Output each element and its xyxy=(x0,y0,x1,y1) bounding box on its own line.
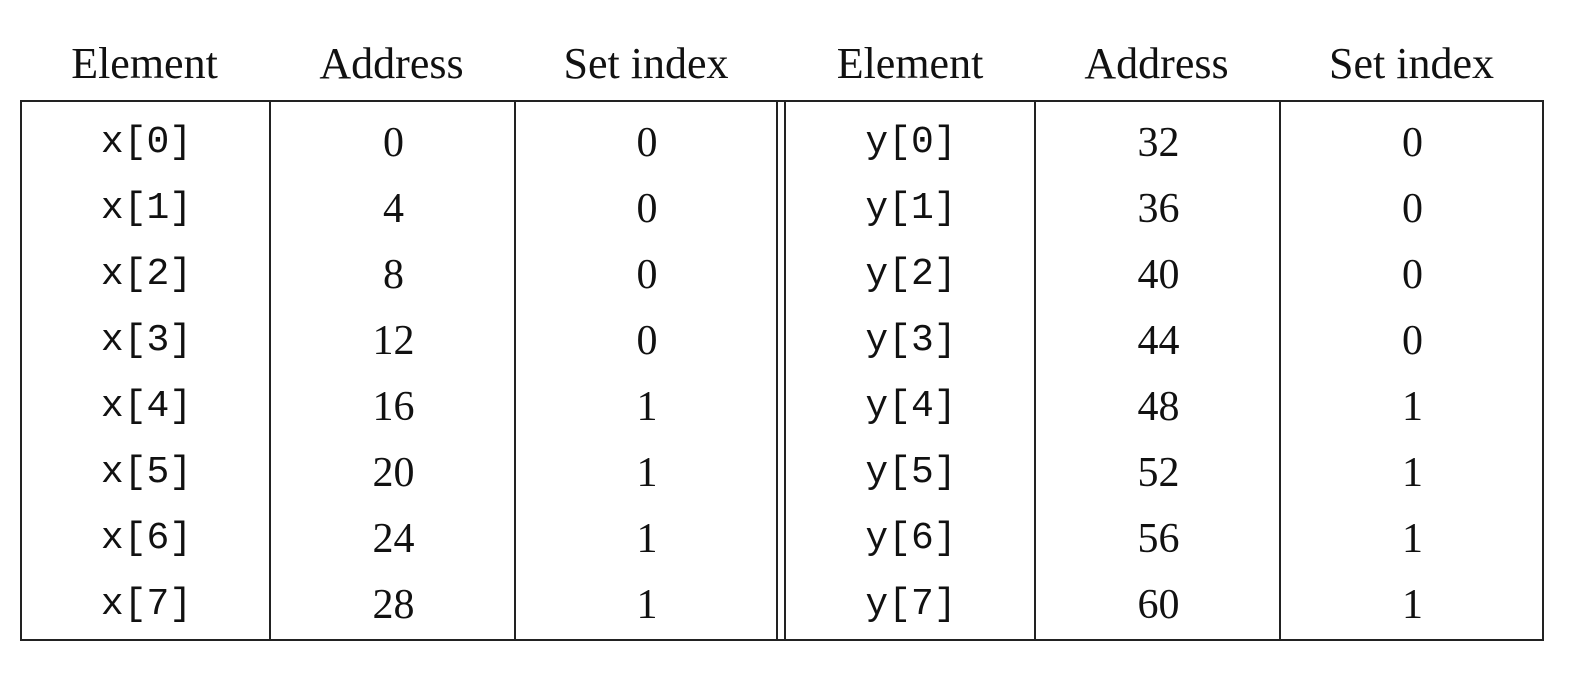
cell-set-index-x: 0 xyxy=(636,318,658,364)
column-divider xyxy=(269,102,271,639)
cell-set-index-y: 0 xyxy=(1402,318,1423,364)
double-divider-right xyxy=(784,102,786,639)
table-row: x[6] 24 1 y[6] 56 1 xyxy=(22,506,1542,572)
cell-address-x: 16 xyxy=(372,384,415,430)
double-divider-left xyxy=(776,102,778,639)
header-element-y: Element xyxy=(836,39,984,88)
table-row: x[5] 20 1 y[5] 52 1 xyxy=(22,440,1542,506)
cell-element-x: x[7] xyxy=(100,583,193,626)
table-row: x[3] 12 0 y[3] 44 0 xyxy=(22,308,1542,374)
cell-address-y: 60 xyxy=(1137,582,1180,628)
column-divider xyxy=(514,102,516,639)
table-row: x[1] 4 0 y[1] 36 0 xyxy=(22,176,1542,242)
cell-element-y: y[6] xyxy=(865,517,957,560)
cell-element-x: x[3] xyxy=(100,319,193,362)
cell-set-index-y: 1 xyxy=(1402,384,1423,430)
cell-address-y: 52 xyxy=(1137,450,1180,496)
header-address-x: Address xyxy=(319,39,464,88)
cell-address-y: 48 xyxy=(1137,384,1180,430)
cell-address-x: 28 xyxy=(372,582,415,628)
header-address-y: Address xyxy=(1084,39,1229,88)
cell-set-index-x: 1 xyxy=(636,450,658,496)
cell-set-index-x: 1 xyxy=(636,516,658,562)
cell-address-x: 24 xyxy=(372,516,415,562)
cell-address-x: 12 xyxy=(372,318,415,364)
cell-set-index-y: 1 xyxy=(1402,582,1423,628)
cell-set-index-x: 0 xyxy=(636,120,658,166)
table-row: x[0] 0 0 y[0] 32 0 xyxy=(22,110,1542,176)
cell-set-index-y: 1 xyxy=(1402,450,1423,496)
cell-element-x: x[1] xyxy=(100,187,193,230)
table-header: Element Address Set index Element Addres… xyxy=(20,34,1544,94)
cell-set-index-x: 1 xyxy=(636,384,658,430)
header-element-x: Element xyxy=(71,39,218,88)
cell-element-y: y[5] xyxy=(865,451,957,494)
cell-element-x: x[6] xyxy=(100,517,193,560)
table-row: x[2] 8 0 y[2] 40 0 xyxy=(22,242,1542,308)
cell-element-y: y[7] xyxy=(865,583,957,626)
cell-set-index-y: 0 xyxy=(1402,120,1423,166)
cell-address-x: 0 xyxy=(383,120,404,166)
cell-set-index-x: 0 xyxy=(636,186,658,232)
cell-set-index-x: 0 xyxy=(636,252,658,298)
table-row: x[4] 16 1 y[4] 48 1 xyxy=(22,374,1542,440)
header-set-index-x: Set index xyxy=(563,39,729,88)
cell-element-y: y[4] xyxy=(865,385,957,428)
cell-element-x: x[4] xyxy=(100,385,193,428)
cell-address-y: 36 xyxy=(1137,186,1180,232)
cell-address-x: 4 xyxy=(383,186,404,232)
cell-element-y: y[3] xyxy=(865,319,957,362)
table-row: x[7] 28 1 y[7] 60 1 xyxy=(22,572,1542,638)
cell-set-index-x: 1 xyxy=(636,582,658,628)
cell-address-x: 8 xyxy=(383,252,404,298)
cell-address-y: 40 xyxy=(1137,252,1180,298)
column-divider xyxy=(1034,102,1036,639)
cell-address-y: 44 xyxy=(1137,318,1180,364)
cell-element-x: x[0] xyxy=(100,121,193,164)
cell-element-x: x[5] xyxy=(100,451,193,494)
cell-element-y: y[2] xyxy=(865,253,957,296)
cell-element-x: x[2] xyxy=(100,253,193,296)
header-set-index-y: Set index xyxy=(1329,39,1494,88)
cell-element-y: y[1] xyxy=(865,187,957,230)
column-divider xyxy=(1279,102,1281,639)
cell-set-index-y: 0 xyxy=(1402,186,1423,232)
cell-address-y: 32 xyxy=(1137,120,1180,166)
cell-set-index-y: 0 xyxy=(1402,252,1423,298)
cell-address-y: 56 xyxy=(1137,516,1180,562)
cell-element-y: y[0] xyxy=(865,121,957,164)
cell-set-index-y: 1 xyxy=(1402,516,1423,562)
cell-address-x: 20 xyxy=(372,450,415,496)
